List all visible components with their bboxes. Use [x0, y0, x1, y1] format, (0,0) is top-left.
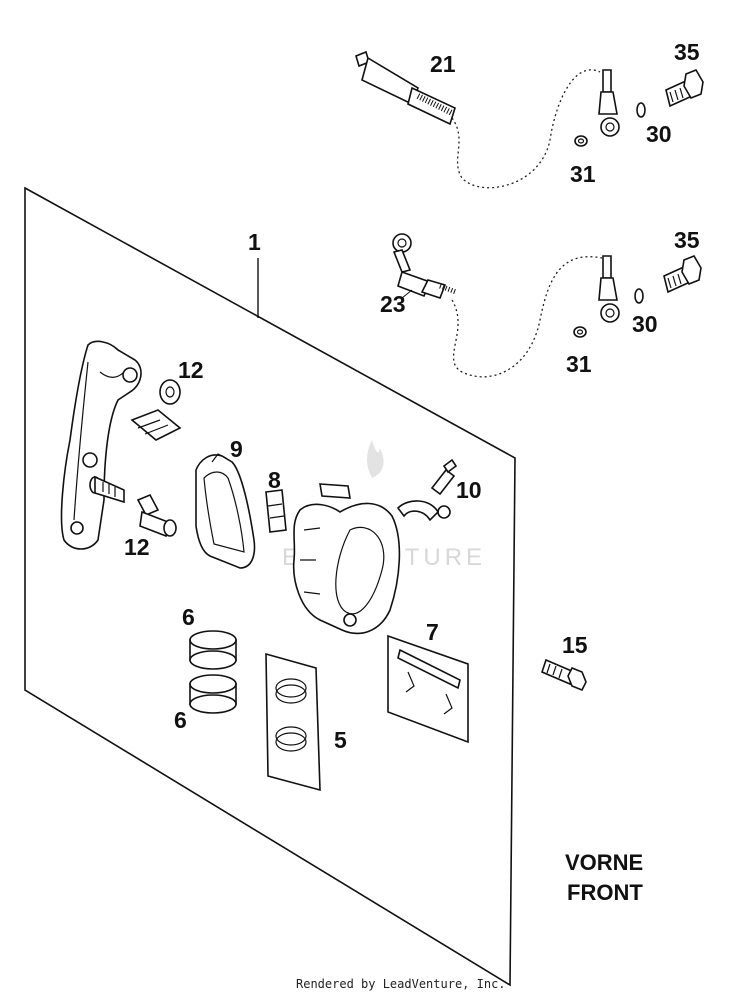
label-front: FRONT: [567, 880, 643, 905]
guide-pin-upper: [89, 475, 125, 504]
callout-31-upper: 31: [570, 161, 596, 187]
callout-30-lower: 30: [632, 311, 658, 337]
callout-21: 21: [430, 51, 456, 77]
washer-31-upper: [574, 135, 588, 147]
banjo-bolt-35-lower: [663, 255, 702, 294]
callout-31-lower: 31: [566, 351, 592, 377]
seal-kit: [265, 652, 321, 792]
kit-panel: [24, 186, 516, 987]
brake-line-upper: [355, 50, 620, 189]
mounting-bolt-15: [541, 658, 587, 692]
label-vorne: VORNE: [565, 850, 643, 875]
washer-30-upper: [636, 102, 646, 118]
callout-30-upper: 30: [646, 121, 672, 147]
pad-pin-kit: [387, 634, 469, 744]
caliper-bracket: [60, 340, 142, 550]
callout-7: 7: [426, 619, 439, 645]
brake-pads: [195, 453, 256, 569]
callout-5: 5: [334, 727, 347, 753]
piston-lower: [189, 674, 237, 714]
guide-pin-lower: [136, 493, 177, 538]
pad-spring: [130, 409, 182, 441]
bleeder-valve: [396, 458, 458, 522]
callout-12-lower: 12: [124, 534, 150, 560]
callout-23: 23: [380, 291, 406, 317]
flame-logo-icon: [367, 440, 384, 478]
callout-1: 1: [248, 229, 261, 255]
washer-30-lower: [634, 288, 644, 304]
callout-8: 8: [268, 467, 281, 493]
caliper-body: [292, 483, 401, 635]
callout-6-lower: 6: [174, 707, 187, 733]
banjo-bolt-35-upper: [665, 69, 704, 108]
callout-35-upper: 35: [674, 39, 700, 65]
callout-35-lower: 35: [674, 227, 700, 253]
callout-9: 9: [230, 436, 243, 462]
callout-15: 15: [562, 632, 588, 658]
brake-line-lower: [392, 233, 620, 378]
anti-rattle-spring: [265, 489, 287, 533]
piston-upper: [189, 630, 237, 670]
callout-10: 10: [456, 477, 482, 503]
bushing-12: [159, 379, 181, 405]
callout-6-upper: 6: [182, 604, 195, 630]
callout-12-upper: 12: [178, 357, 204, 383]
footer-credit: Rendered by LeadVenture, Inc.: [296, 977, 506, 991]
washer-31-lower: [573, 326, 587, 338]
